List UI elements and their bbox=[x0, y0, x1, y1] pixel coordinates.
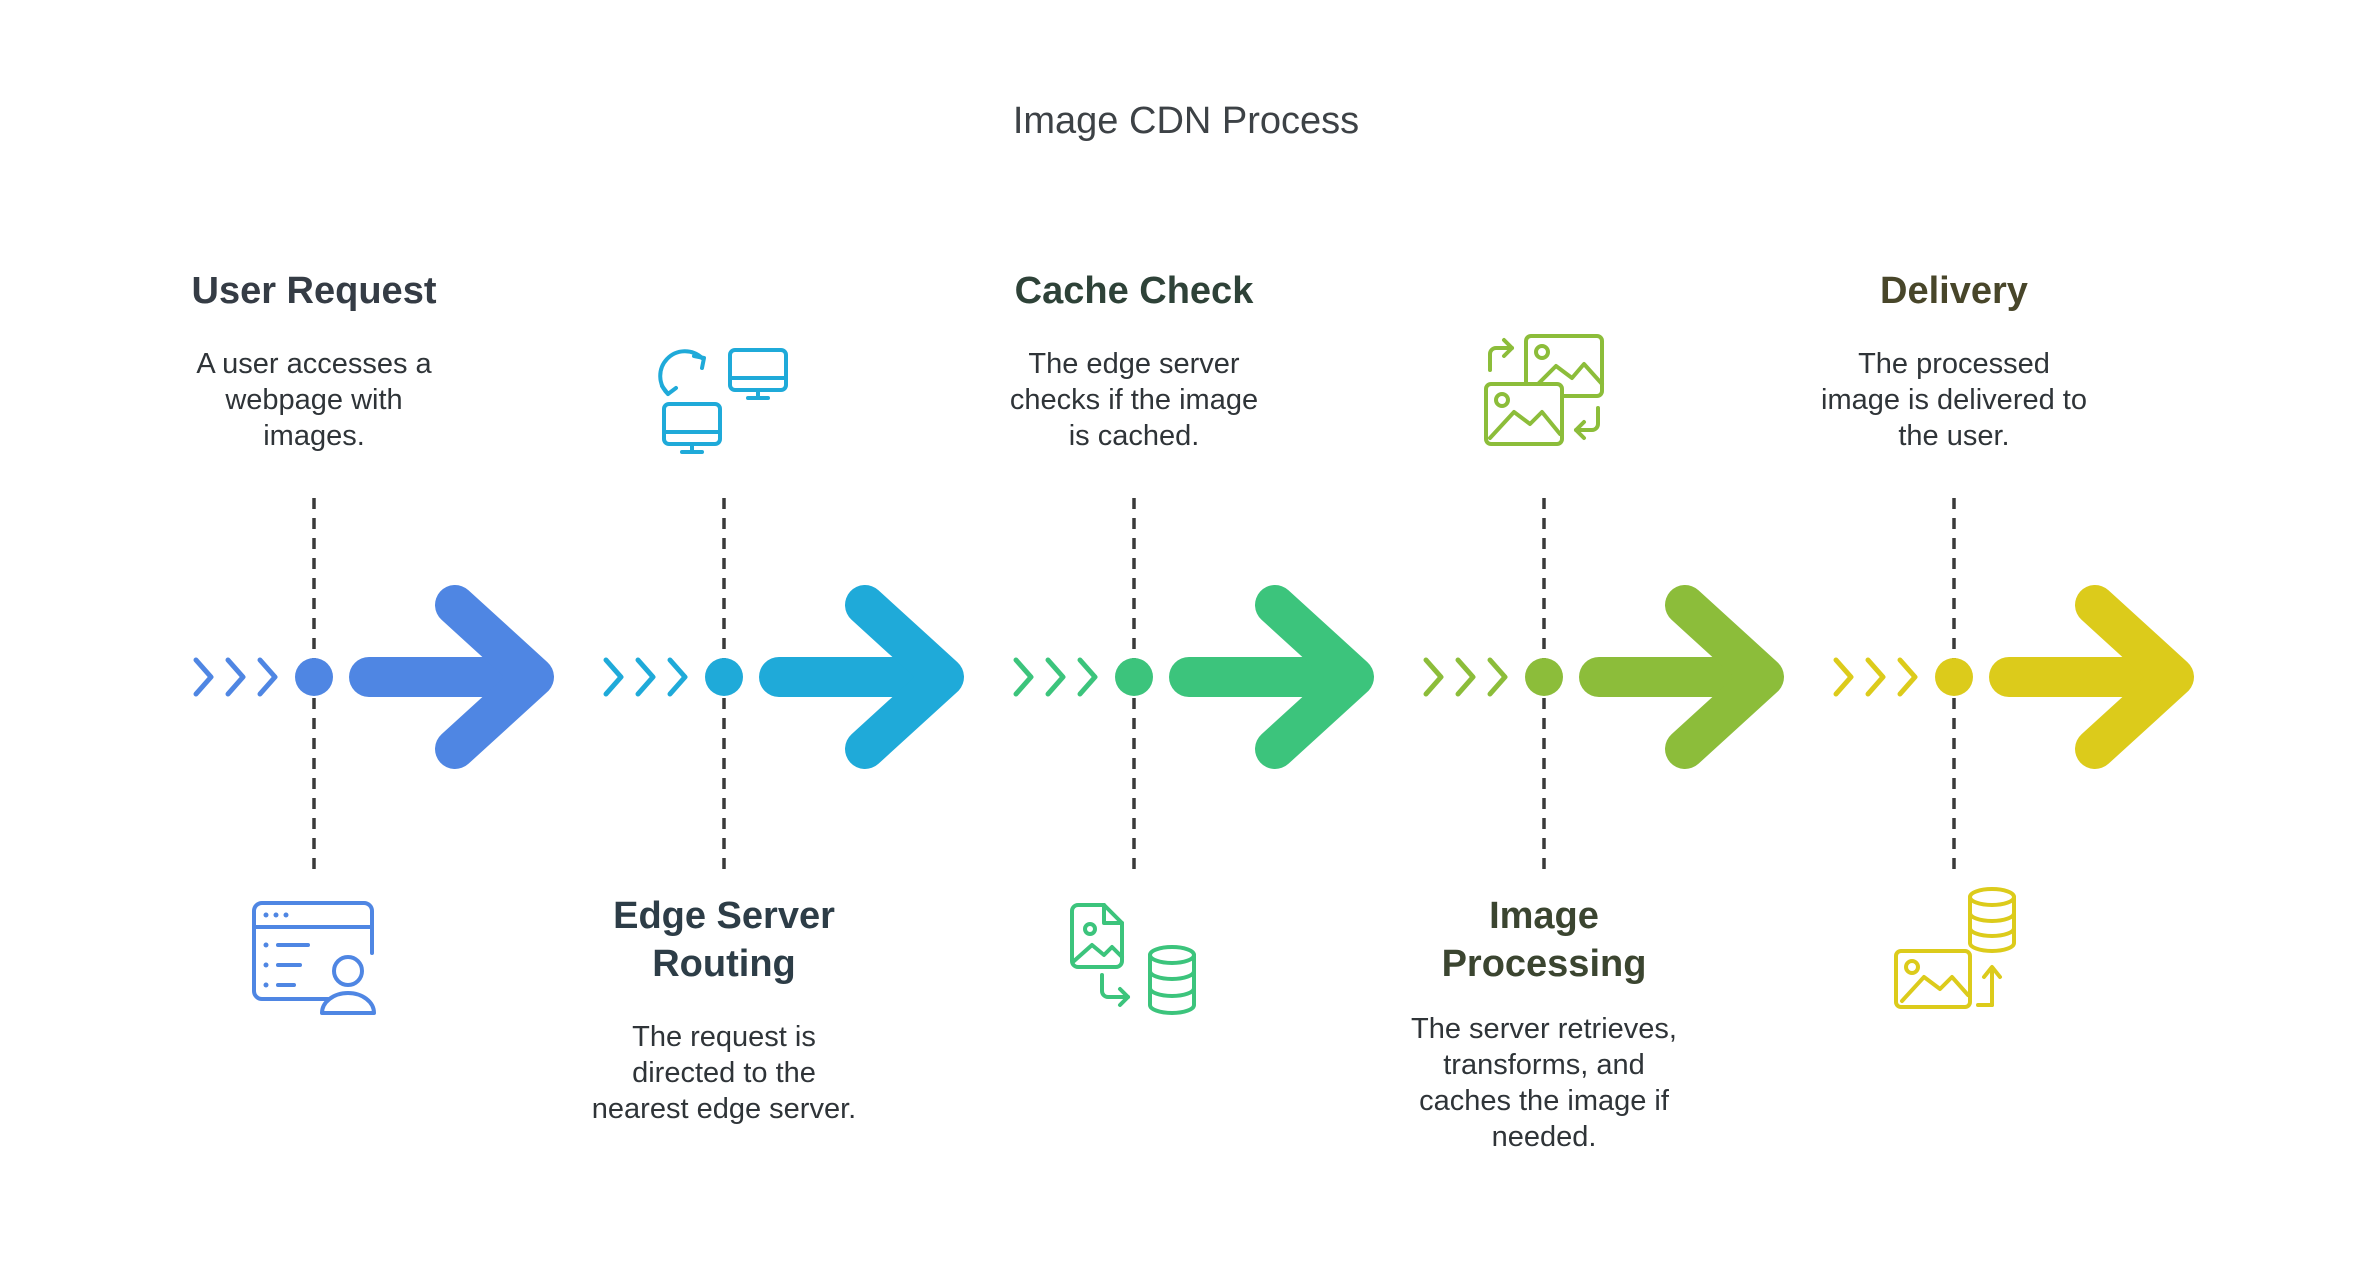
chevron-icon bbox=[1865, 657, 1886, 697]
step-description: The request is bbox=[632, 1021, 816, 1053]
step-description: The processed bbox=[1858, 348, 2050, 380]
step-title: Cache Check bbox=[1015, 270, 1255, 312]
step-description: directed to the bbox=[632, 1057, 816, 1089]
monitors-sync-icon bbox=[658, 348, 788, 454]
chevron-icon bbox=[257, 657, 278, 697]
step-title: Routing bbox=[652, 943, 796, 985]
step-description: The server retrieves, bbox=[1411, 1013, 1677, 1045]
browser-user-icon bbox=[252, 901, 376, 1015]
step-title: User Request bbox=[192, 270, 437, 312]
arrow-icon bbox=[1665, 585, 1784, 769]
image-transform-icon bbox=[1484, 334, 1604, 446]
step-dot bbox=[295, 658, 333, 696]
step-dot bbox=[1115, 658, 1153, 696]
step-description: needed. bbox=[1492, 1121, 1597, 1153]
chevron-icon bbox=[603, 657, 624, 697]
chevron-icon bbox=[193, 657, 214, 697]
image-database-upload-icon bbox=[1894, 887, 2016, 1009]
chevron-icon bbox=[1833, 657, 1854, 697]
step-title: Processing bbox=[1442, 943, 1647, 985]
chevron-icon bbox=[1455, 657, 1476, 697]
step-dot bbox=[1935, 658, 1973, 696]
step-description: checks if the image bbox=[1010, 384, 1258, 416]
image-file-database-icon bbox=[1070, 903, 1196, 1015]
chevron-icon bbox=[1077, 657, 1098, 697]
arrow-icon bbox=[435, 585, 554, 769]
chevron-icon bbox=[635, 657, 656, 697]
diagram-title: Image CDN Process bbox=[1013, 100, 1359, 142]
step-description: nearest edge server. bbox=[592, 1093, 856, 1125]
step-title: Image bbox=[1489, 895, 1599, 937]
step-description: is cached. bbox=[1069, 420, 1200, 452]
chevron-icon bbox=[667, 657, 688, 697]
step-description: image is delivered to bbox=[1821, 384, 2087, 416]
step-description: The edge server bbox=[1028, 348, 1240, 380]
step-1: User Request A user accesses a webpage wit… bbox=[192, 270, 554, 1015]
step-description: A user accesses a bbox=[196, 348, 432, 380]
step-description: caches the image if bbox=[1419, 1085, 1670, 1117]
chevron-icon bbox=[1013, 657, 1034, 697]
arrow-icon bbox=[1255, 585, 1374, 769]
step-title: Delivery bbox=[1880, 270, 2028, 312]
chevron-icon bbox=[1423, 657, 1444, 697]
step-dot bbox=[1525, 658, 1563, 696]
chevron-icon bbox=[225, 657, 246, 697]
step-dot bbox=[705, 658, 743, 696]
step-description: the user. bbox=[1898, 420, 2009, 452]
step-title: Edge Server bbox=[613, 895, 835, 937]
arrow-icon bbox=[845, 585, 964, 769]
chevron-icon bbox=[1045, 657, 1066, 697]
step-description: webpage with bbox=[224, 384, 402, 416]
arrow-icon bbox=[2075, 585, 2194, 769]
step-description: images. bbox=[263, 420, 365, 452]
chevron-icon bbox=[1897, 657, 1918, 697]
step-description: transforms, and bbox=[1443, 1049, 1644, 1081]
chevron-icon bbox=[1487, 657, 1508, 697]
